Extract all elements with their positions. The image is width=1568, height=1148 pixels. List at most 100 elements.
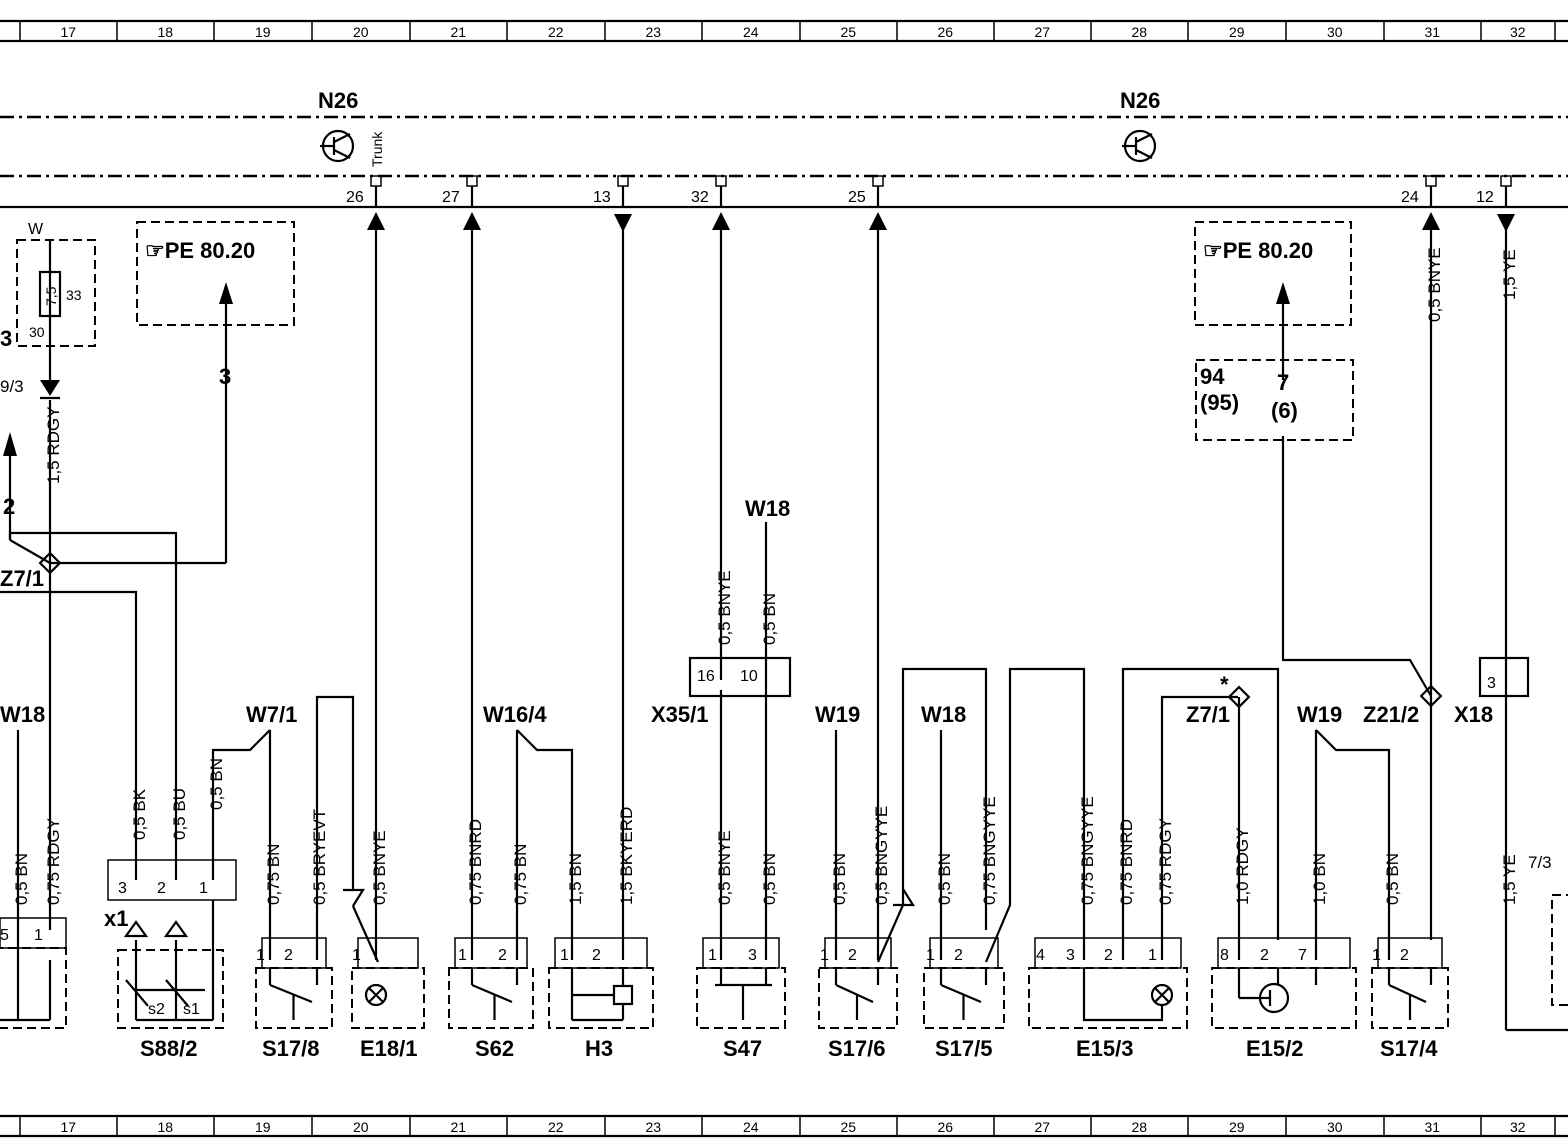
wire-label-bngyye05: 0,5 BNGYYE — [872, 806, 891, 905]
component-h3-label: H3 — [585, 1036, 613, 1061]
pin-e152_c: 7 — [1298, 947, 1307, 964]
grid-col-23: 23 — [646, 24, 662, 40]
label-w18b: W18 — [745, 496, 790, 521]
grid-col-27: 27 — [1035, 24, 1051, 40]
label-w71: W7/1 — [246, 702, 297, 727]
component-s175-label: S17/5 — [935, 1036, 993, 1061]
wire-label-bnye05_e181: 0,5 BNYE — [370, 830, 389, 905]
module-label-right: N26 — [1120, 88, 1160, 113]
ref-7: 7 — [1277, 370, 1289, 395]
pin-s175_b: 2 — [954, 947, 963, 964]
ref-95: (95) — [1200, 390, 1239, 415]
label-w19b: W19 — [1297, 702, 1342, 727]
pin-number-13: 13 — [593, 189, 611, 206]
pin-s47_a: 1 — [708, 947, 717, 964]
grid-col-29: 29 — [1229, 1119, 1245, 1135]
wire-label-bnye05_s47: 0,5 BNYE — [715, 830, 734, 905]
pin-x351-16: 16 — [697, 668, 715, 685]
connector-h3 — [554, 937, 648, 969]
grid-col-22: 22 — [548, 24, 564, 40]
grid-col-19: 19 — [255, 1119, 271, 1135]
grid-col-25: 25 — [841, 24, 857, 40]
transistor-icon — [320, 129, 355, 163]
module-label-left: N26 — [318, 88, 358, 113]
pin-s174_b: 2 — [1400, 947, 1409, 964]
grid-col-23: 23 — [646, 1119, 662, 1135]
label-x18: X18 — [1454, 702, 1493, 727]
pin-s882-3: 3 — [118, 880, 127, 897]
pin-s62_a: 1 — [458, 947, 467, 964]
wire-label-bkyerd15: 1,5 BKYERD — [617, 807, 636, 905]
pin-s176_a: 1 — [820, 947, 829, 964]
connector-e181 — [357, 937, 419, 969]
grid-col-32: 32 — [1510, 1119, 1526, 1135]
grid-col-18: 18 — [158, 24, 174, 40]
grid-col-18: 18 — [158, 1119, 174, 1135]
component-e152-label: E15/2 — [1246, 1036, 1304, 1061]
wire-label-bn075_s62: 0,75 BN — [511, 844, 530, 905]
grid-col-25: 25 — [841, 1119, 857, 1135]
pin-s178_b: 2 — [284, 947, 293, 964]
pin-x18-3: 3 — [1487, 675, 1496, 692]
component-s62 — [448, 967, 534, 1029]
pin-x351-10: 10 — [740, 668, 758, 685]
fuse-edge-3: 3 — [0, 326, 12, 351]
component-s47 — [696, 967, 786, 1029]
pin-e153_c: 2 — [1104, 947, 1113, 964]
wire-label-rdgy10: 1,0 RDGY — [1233, 828, 1252, 905]
buzzer-icon — [570, 968, 634, 1022]
ref-94: 94 — [1200, 364, 1225, 389]
connector-s176 — [824, 937, 892, 969]
grid-col-30: 30 — [1327, 1119, 1343, 1135]
component-e153 — [1028, 967, 1188, 1029]
component-e181-label: E18/1 — [360, 1036, 418, 1061]
connector-s882 — [107, 859, 237, 901]
label-w19a: W19 — [815, 702, 860, 727]
pin-number-24: 24 — [1401, 189, 1419, 206]
label-s2: s2 — [148, 1001, 165, 1018]
pe-ref-right: ☞PE 80.20 — [1203, 238, 1313, 263]
pin-number-25: 25 — [848, 189, 866, 206]
pin-left-1: 1 — [34, 927, 43, 944]
wire-label-bn05_s175: 0,5 BN — [935, 853, 954, 905]
grid-col-28: 28 — [1132, 1119, 1148, 1135]
pin-number-32: 32 — [691, 189, 709, 206]
edge-73: 7/3 — [1528, 853, 1552, 872]
label-z71b: Z7/1 — [1186, 702, 1230, 727]
left-wire-2: 2 — [3, 494, 15, 519]
pin-number-26: 26 — [346, 189, 364, 206]
trunk-label: Trunk — [369, 131, 385, 167]
lamp-icon — [1150, 983, 1174, 1007]
component-e153-label: E15/3 — [1076, 1036, 1134, 1061]
grid-col-30: 30 — [1327, 24, 1343, 40]
grid-col-31: 31 — [1425, 24, 1441, 40]
pin-s176_b: 2 — [848, 947, 857, 964]
pin-h3_b: 2 — [592, 947, 601, 964]
grid-col-32: 32 — [1510, 24, 1526, 40]
label-w18c: W18 — [921, 702, 966, 727]
wire-ye15-top: 1,5 YE — [1500, 249, 1519, 300]
grid-col-17: 17 — [61, 24, 77, 40]
label-w164: W16/4 — [483, 702, 547, 727]
pe-ref-left: ☞PE 80.20 — [145, 238, 255, 263]
grid-col-20: 20 — [353, 24, 369, 40]
wire-bn05-mid: 0,5 BN — [760, 593, 779, 645]
connector-s175 — [929, 937, 999, 969]
wire-label-bk05: 0,5 BK — [130, 788, 149, 840]
wire-label-bngyye075_e153: 0,75 BNGYYE — [1078, 796, 1097, 905]
wire-label-bn075_s178: 0,75 BN — [264, 844, 283, 905]
wire-ye15-bot: 1,5 YE — [1500, 854, 1519, 905]
pe-ref-box-left — [136, 221, 295, 326]
splice-icon — [1419, 684, 1443, 708]
transistor-icon — [1237, 968, 1318, 1014]
fuse-edge-93: 9/3 — [0, 377, 24, 396]
grid-col-26: 26 — [938, 1119, 954, 1135]
connector-s178 — [261, 937, 327, 969]
lamp-icon — [364, 983, 388, 1007]
pin-h3_a: 1 — [560, 947, 569, 964]
pin-e153_a: 4 — [1036, 947, 1045, 964]
component-s178-label: S17/8 — [262, 1036, 320, 1061]
